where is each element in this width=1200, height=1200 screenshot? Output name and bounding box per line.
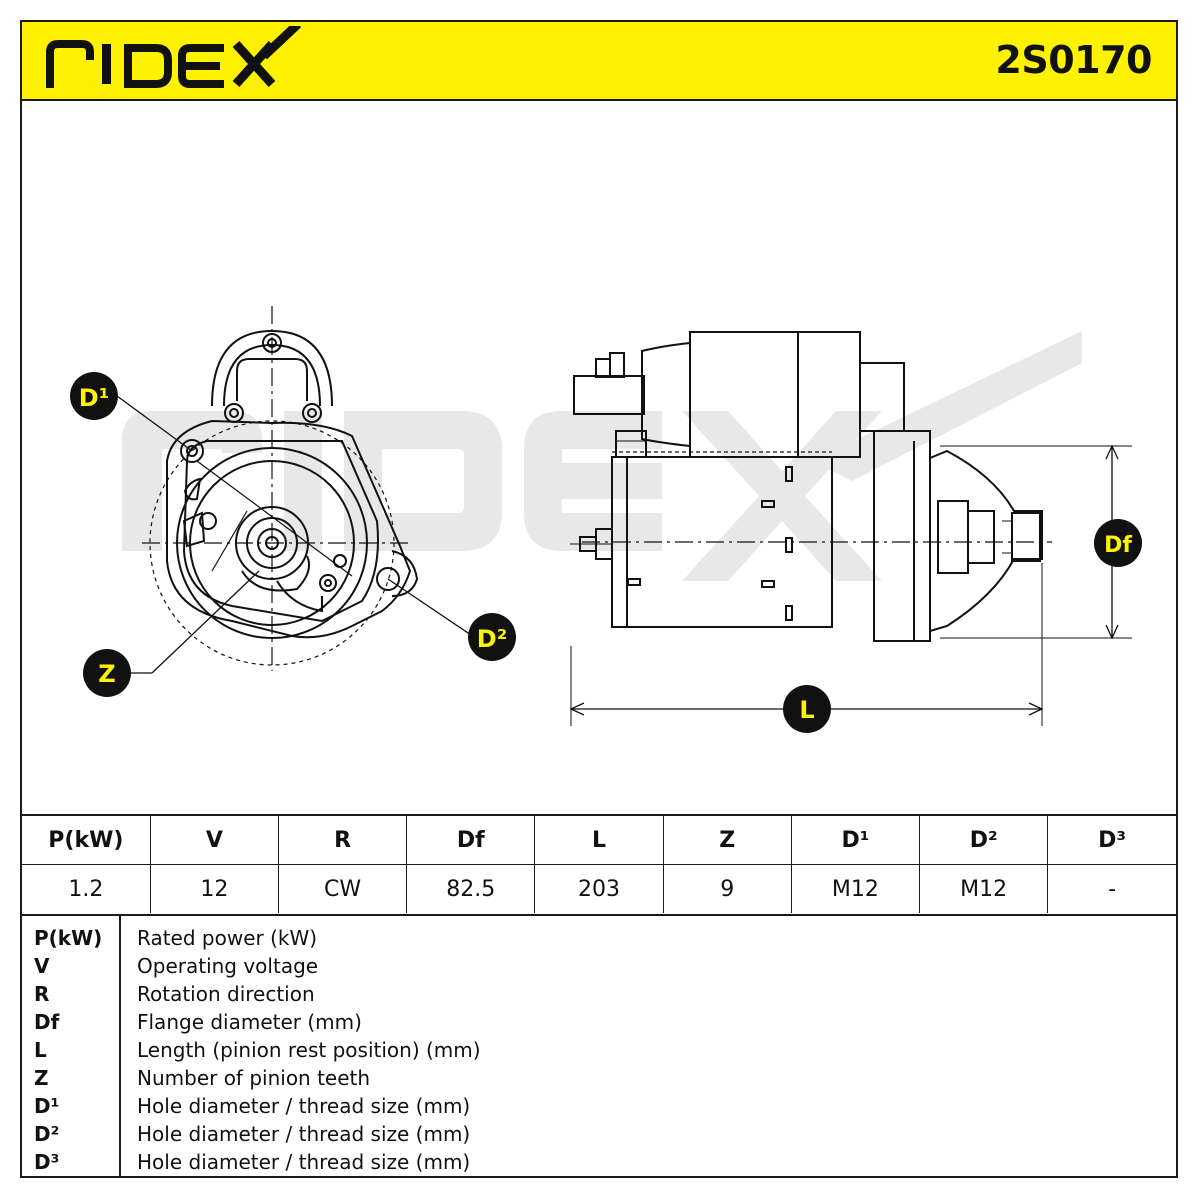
spec-header: P(kW) — [22, 815, 151, 865]
legend-text: Number of pinion teeth — [137, 1066, 371, 1090]
callout-l: L — [783, 685, 831, 733]
svg-text:D²: D² — [477, 625, 507, 653]
front-view — [142, 306, 419, 671]
spec-header: D¹ — [791, 815, 921, 865]
legend-text: Operating voltage — [137, 954, 319, 978]
spec-value: CW — [278, 864, 408, 913]
spec-header: Z — [663, 815, 792, 865]
legend-text: Flange diameter (mm) — [137, 1010, 362, 1034]
legend-item: R Rotation direction — [22, 982, 1176, 1010]
legend-text: Hole diameter / thread size (mm) — [137, 1094, 471, 1118]
legend-text: Rated power (kW) — [137, 926, 318, 950]
legend-item: Z Number of pinion teeth — [22, 1066, 1176, 1094]
starter-motor-drawing: D¹ D² Z Df L — [70, 306, 1142, 733]
datasheet-frame: 2S0170 — [20, 20, 1178, 1178]
legend-item: Df Flange diameter (mm) — [22, 1010, 1176, 1038]
legend: P(kW) Rated power (kW) V Operating volta… — [22, 914, 1176, 1178]
spec-table: P(kW) V R Df L Z D¹ D² D³ 1.2 12 CW 82.5… — [22, 814, 1176, 913]
svg-text:D¹: D¹ — [79, 384, 109, 412]
spec-header: D² — [919, 815, 1049, 865]
spec-value: 12 — [150, 864, 279, 913]
legend-key: P(kW) — [34, 926, 103, 950]
spec-value: M12 — [919, 864, 1049, 913]
legend-text: Rotation direction — [137, 982, 315, 1006]
svg-text:L: L — [799, 696, 814, 724]
legend-key: Df — [34, 1010, 60, 1034]
spec-header: L — [534, 815, 664, 865]
legend-key: V — [34, 954, 50, 978]
svg-text:Z: Z — [98, 660, 115, 688]
legend-key: D² — [34, 1122, 60, 1146]
legend-text: Hole diameter / thread size (mm) — [137, 1150, 471, 1174]
technical-drawing: D¹ D² Z Df L — [22, 101, 1176, 814]
legend-key: D¹ — [34, 1094, 60, 1118]
callout-d1: D¹ — [70, 372, 118, 420]
spec-value: M12 — [791, 864, 921, 913]
legend-item: D³ Hole diameter / thread size (mm) — [22, 1150, 1176, 1178]
spec-value: 203 — [534, 864, 664, 913]
callout-df: Df — [1094, 519, 1142, 567]
spec-value-row: 1.2 12 CW 82.5 203 9 M12 M12 - — [22, 864, 1176, 913]
legend-item: D² Hole diameter / thread size (mm) — [22, 1122, 1176, 1150]
header-bar: 2S0170 — [22, 22, 1176, 101]
legend-key: D³ — [34, 1150, 60, 1174]
spec-header-row: P(kW) V R Df L Z D¹ D² D³ — [22, 815, 1176, 865]
legend-item: L Length (pinion rest position) (mm) — [22, 1038, 1176, 1066]
callout-d2: D² — [468, 613, 516, 661]
legend-divider — [119, 916, 121, 1178]
legend-key: L — [34, 1038, 47, 1062]
legend-text: Length (pinion rest position) (mm) — [137, 1038, 481, 1062]
legend-item: V Operating voltage — [22, 954, 1176, 982]
spec-header: R — [278, 815, 408, 865]
ridex-logo — [46, 26, 302, 88]
side-view — [569, 331, 1132, 726]
spec-header: Df — [406, 815, 536, 865]
leader-lines — [107, 395, 475, 674]
svg-text:Df: Df — [1104, 533, 1132, 558]
spec-value: 82.5 — [406, 864, 536, 913]
legend-text: Hole diameter / thread size (mm) — [137, 1122, 471, 1146]
spec-header: D³ — [1047, 815, 1176, 865]
legend-item: D¹ Hole diameter / thread size (mm) — [22, 1094, 1176, 1122]
legend-key: R — [34, 982, 50, 1006]
spec-value: 1.2 — [22, 864, 151, 913]
part-number: 2S0170 — [995, 38, 1152, 82]
callout-z: Z — [83, 649, 131, 697]
legend-key: Z — [34, 1066, 49, 1090]
spec-header: V — [150, 815, 279, 865]
spec-value: 9 — [663, 864, 792, 913]
spec-value: - — [1108, 876, 1117, 902]
legend-item: P(kW) Rated power (kW) — [22, 926, 1176, 954]
